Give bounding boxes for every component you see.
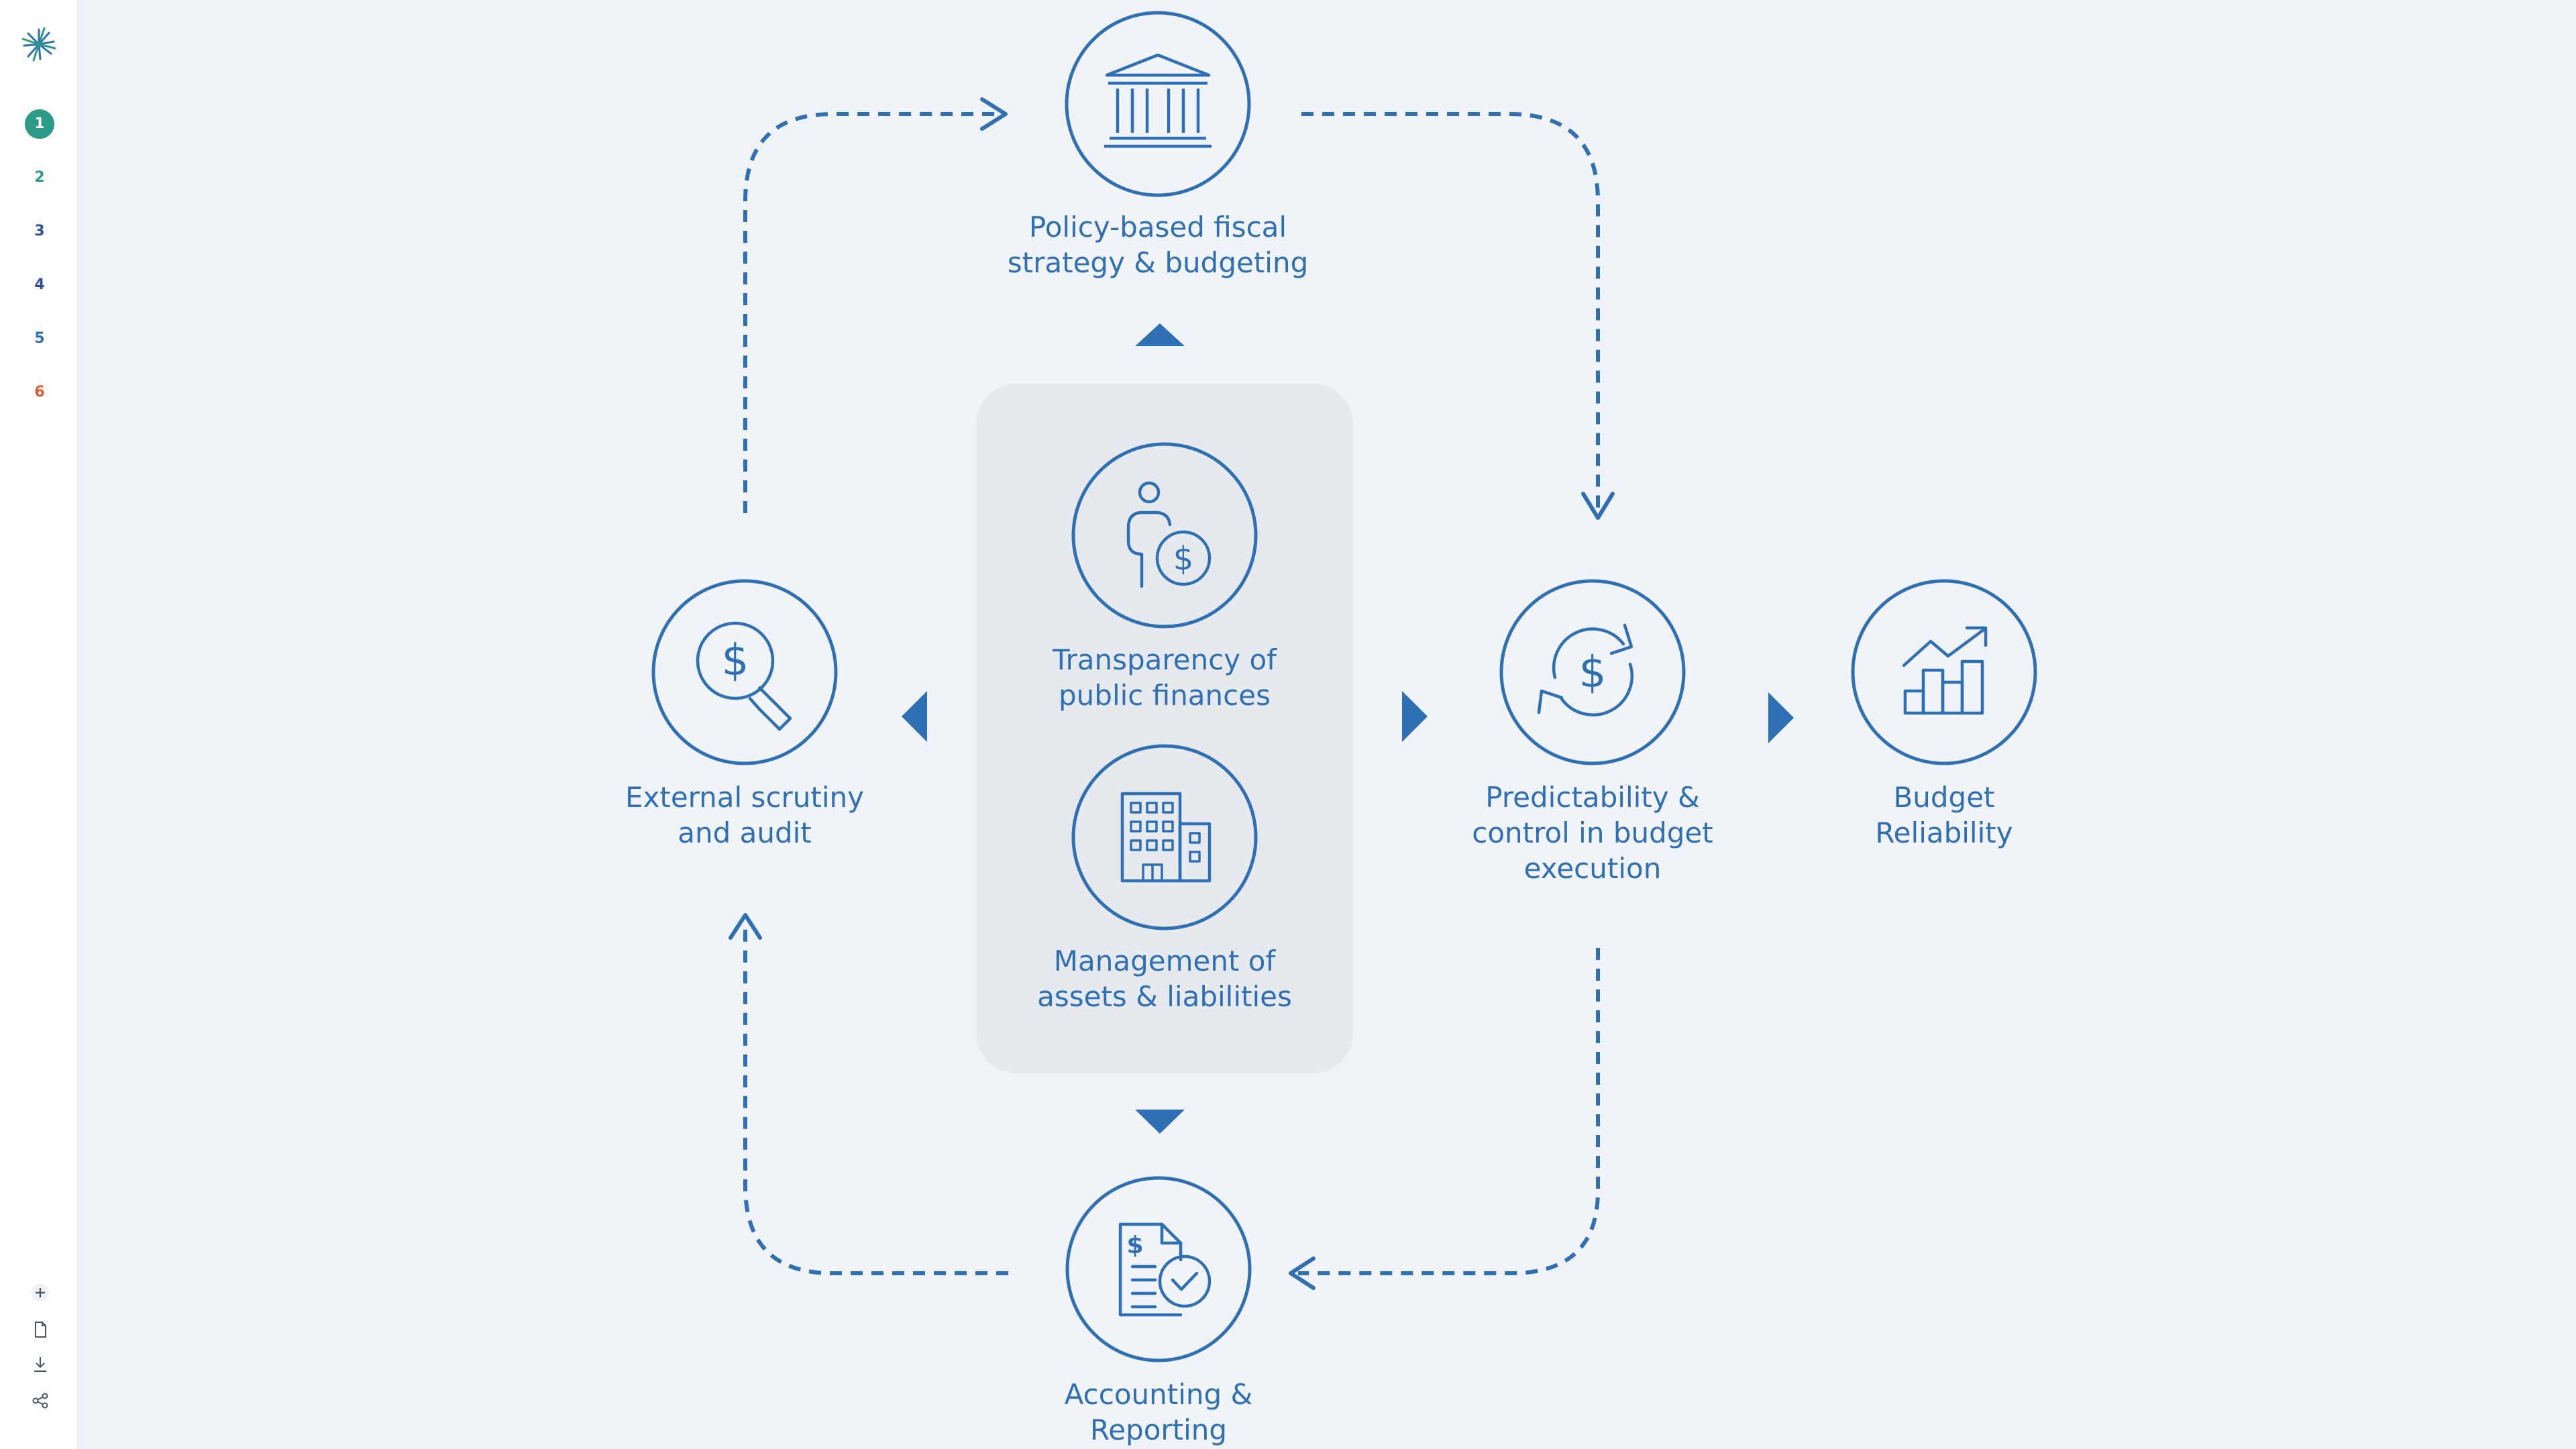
nav-item-2[interactable]: 2 xyxy=(34,169,45,186)
triangle-up-to-policy xyxy=(1135,323,1185,346)
arrowhead-to-accounting xyxy=(1289,1256,1316,1290)
scrutiny-circle xyxy=(651,579,838,765)
download-icon xyxy=(34,1357,46,1372)
magnifier-dollar-icon: $ xyxy=(696,621,792,731)
svg-text:$: $ xyxy=(722,636,749,686)
document-check-icon: $ xyxy=(1118,1222,1212,1317)
arrowhead-to-policy xyxy=(980,97,1008,131)
policy-label-line1: Policy-based fiscal xyxy=(1028,211,1287,244)
person-dollar-icon: $ xyxy=(1126,481,1212,588)
connector-policy-to-predictability xyxy=(1301,112,1600,510)
document-icon xyxy=(35,1322,46,1338)
document-button[interactable] xyxy=(27,1316,54,1343)
nav-item-1[interactable]: 1 xyxy=(25,109,54,139)
nav-item-4[interactable]: 4 xyxy=(34,276,45,293)
svg-text:$: $ xyxy=(1173,540,1194,578)
reliability-label-line1: Budget xyxy=(1893,781,1995,814)
assets-circle xyxy=(1071,744,1258,930)
policy-circle xyxy=(1065,11,1251,197)
assets-label: Management of assets & liabilities xyxy=(963,943,1366,1014)
svg-text:$: $ xyxy=(1579,648,1607,698)
transparency-label-line2: public finances xyxy=(1059,679,1271,712)
accounting-label-line2: Reporting xyxy=(1089,1413,1228,1446)
predictability-circle xyxy=(1499,579,1686,765)
transparency-label: Transparency of public finances xyxy=(963,642,1366,713)
growth-chart-icon xyxy=(1902,626,1988,715)
transparency-label-line1: Transparency of xyxy=(1053,643,1277,676)
connector-scrutiny-to-policy xyxy=(743,112,1000,513)
nav-item-5[interactable]: 5 xyxy=(34,330,45,347)
government-building-icon xyxy=(1104,53,1212,148)
center-panel xyxy=(976,384,1353,1073)
accounting-label-line1: Accounting & xyxy=(1064,1378,1253,1411)
dollar-cycle-icon: $ xyxy=(1537,623,1634,716)
share-icon xyxy=(32,1393,48,1409)
triangle-right-to-reliability xyxy=(1768,692,1794,743)
assets-label-line2: assets & liabilities xyxy=(1037,980,1292,1013)
reliability-label-line2: Reliability xyxy=(1875,816,2013,849)
predictability-label: Predictability & control in budget execu… xyxy=(1391,780,1794,886)
svg-text:$: $ xyxy=(1126,1232,1143,1259)
reliability-label: Budget Reliability xyxy=(1810,780,2078,851)
scrutiny-label-line1: External scrutiny xyxy=(625,781,865,814)
nav-item-3[interactable]: 3 xyxy=(34,223,45,239)
connector-accounting-to-scrutiny xyxy=(743,922,1008,1275)
download-button[interactable] xyxy=(27,1351,54,1378)
triangle-down-to-accounting xyxy=(1135,1110,1185,1134)
assets-label-line1: Management of xyxy=(1053,945,1276,977)
triangle-left-to-scrutiny xyxy=(902,691,927,742)
office-building-icon xyxy=(1120,792,1212,883)
triangle-right-to-predictability xyxy=(1402,691,1428,742)
policy-label-line2: strategy & budgeting xyxy=(1007,246,1309,279)
predictability-label-line1: Predictability & xyxy=(1485,781,1700,814)
plus-icon xyxy=(32,1284,49,1301)
arrowhead-to-scrutiny xyxy=(729,913,762,940)
add-button[interactable] xyxy=(27,1279,54,1306)
accounting-label: Accounting & Reporting xyxy=(957,1377,1360,1448)
policy-label: Policy-based fiscal strategy & budgeting xyxy=(957,209,1359,280)
scrutiny-label: External scrutiny and audit xyxy=(543,780,946,851)
arrowhead-to-predictability xyxy=(1581,492,1615,520)
predictability-label-line3: execution xyxy=(1523,852,1662,885)
sidebar: 1 2 3 4 5 6 xyxy=(0,0,77,1449)
share-button[interactable] xyxy=(27,1387,54,1414)
predictability-label-line2: control in budget xyxy=(1472,816,1713,849)
accounting-circle xyxy=(1065,1176,1252,1362)
connector-predictability-to-accounting xyxy=(1298,948,1600,1275)
scrutiny-label-line2: and audit xyxy=(678,816,812,849)
reliability-circle xyxy=(1851,579,2037,765)
logo-icon xyxy=(21,27,56,62)
transparency-circle xyxy=(1071,442,1258,629)
nav-item-6[interactable]: 6 xyxy=(34,384,45,400)
